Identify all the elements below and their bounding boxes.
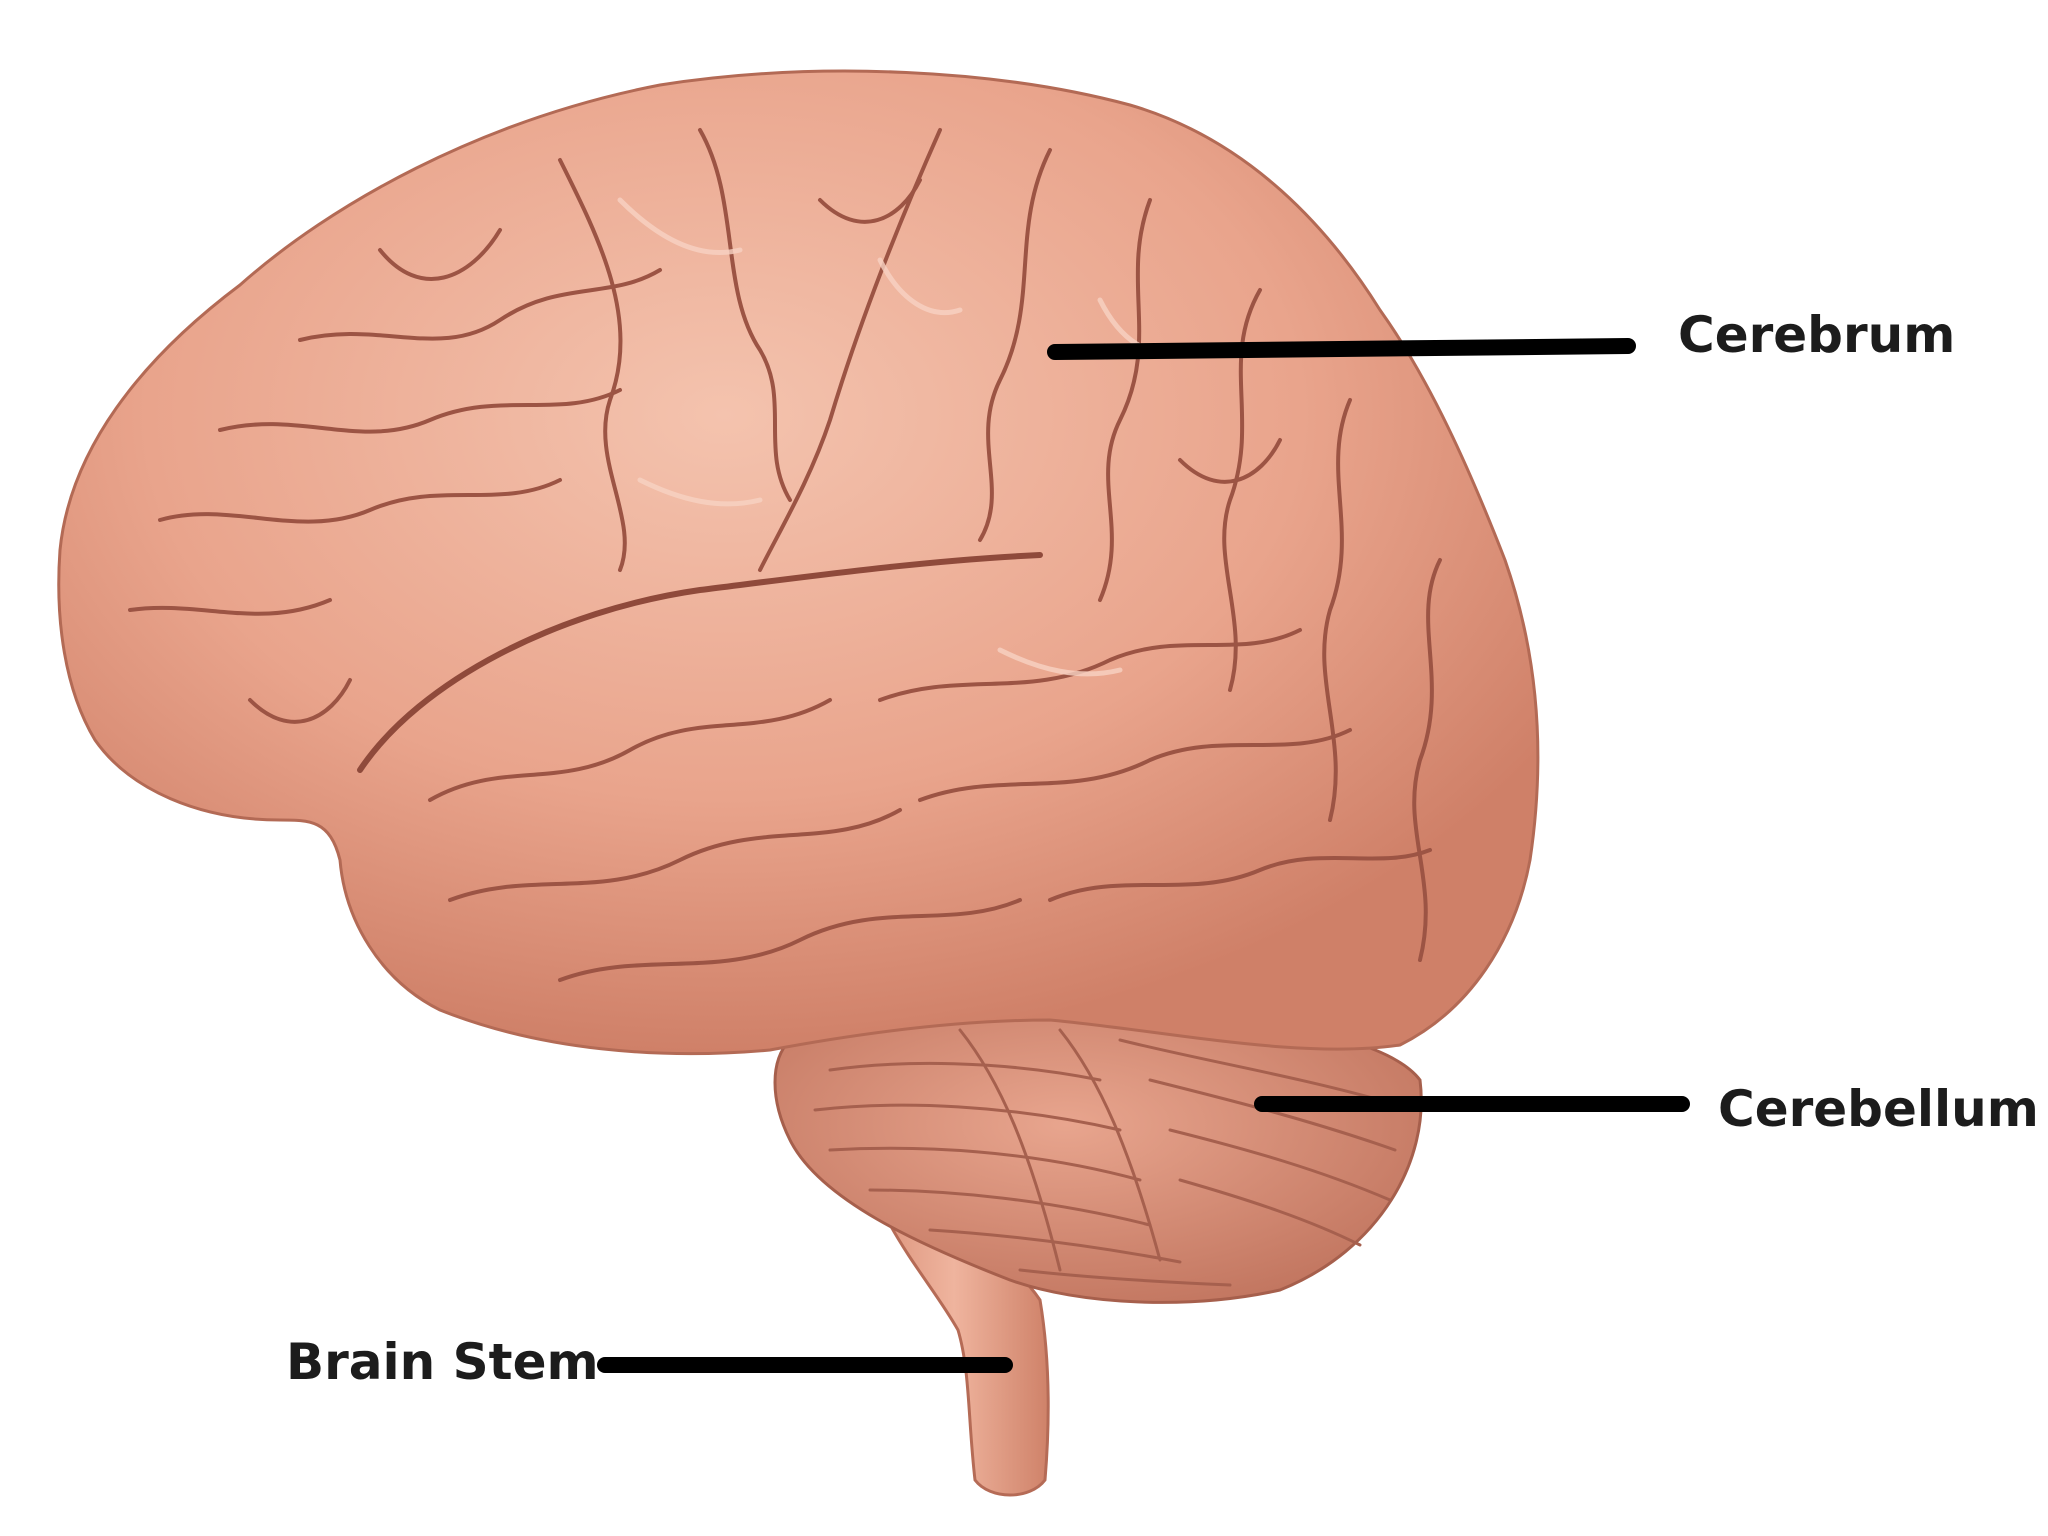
- cerebrum-shape: [57, 69, 1540, 1056]
- cerebellum-shape: [773, 1004, 1423, 1304]
- cerebrum-leader-line: [1047, 338, 1636, 360]
- cerebrum-sulci: [128, 128, 1442, 982]
- lateral-fissure: [357, 552, 1043, 773]
- cerebellum-label: Cerebellum: [1718, 1080, 2039, 1138]
- cerebellum-folia: [813, 1028, 1397, 1287]
- cerebrum-label: Cerebrum: [1678, 306, 1956, 364]
- brain-stem-label: Brain Stem: [286, 1333, 599, 1391]
